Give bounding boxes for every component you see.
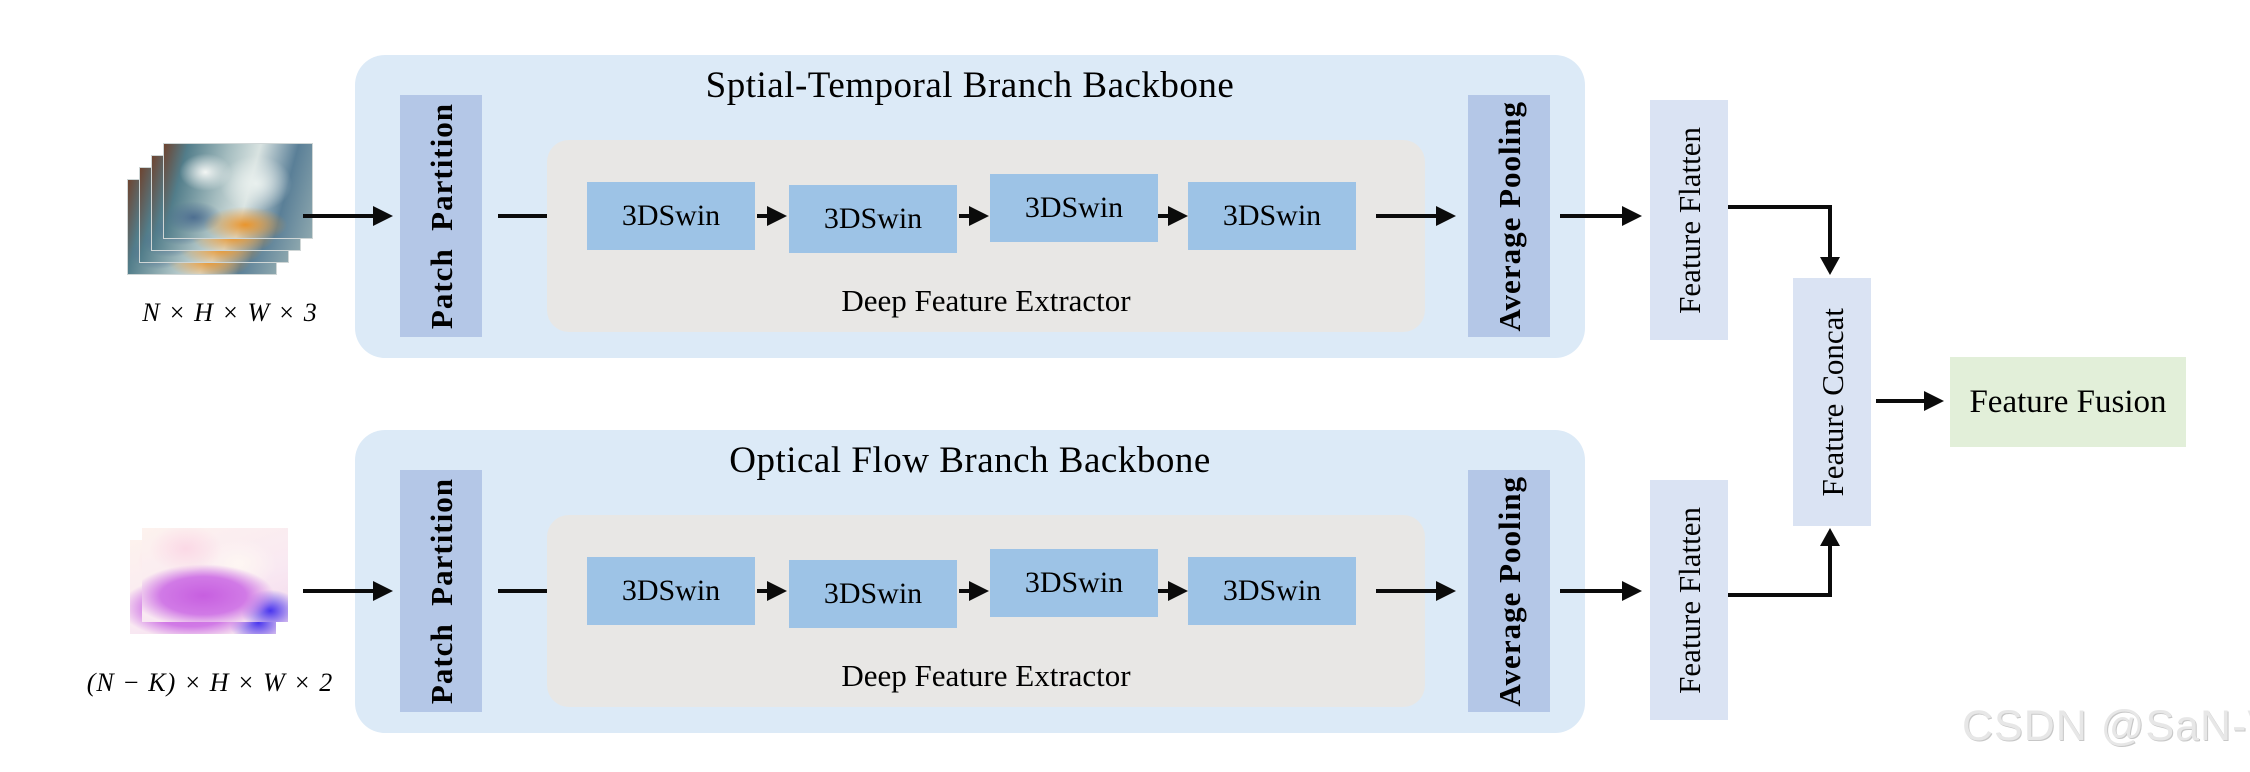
patch-partition-label-top: Patch Partition [423, 102, 459, 330]
swin-block-top-4: 3DSwin [1188, 182, 1356, 250]
arrow-swin-bottom-3-4 [1158, 589, 1168, 593]
swin-block-bottom-2: 3DSwin [789, 560, 957, 628]
arrow-swin-bottom-1-2 [757, 589, 767, 593]
flow-input-shape-label: (N − K) × H × W × 2 [86, 668, 334, 697]
patch-partition-box-bottom: Patch Partition [400, 470, 482, 712]
csdn-watermark: CSDN @SaN-V [1962, 702, 2250, 750]
swin-block-top-3: 3DSwin [990, 174, 1158, 242]
arrow-patch-to-extractor-top [498, 214, 556, 218]
deep-feature-extractor-label-top: Deep Feature Extractor [841, 283, 1131, 318]
feature-flatten-box-top: Feature Flatten [1650, 100, 1728, 340]
arrow-patch-to-extractor-bottom [498, 589, 556, 593]
patch-partition-label-bottom: Patch Partition [423, 477, 459, 705]
arrow-pooling-to-flatten-bottom [1560, 589, 1622, 593]
feature-concat-box: Feature Concat [1793, 278, 1871, 526]
feature-flatten-label-top: Feature Flatten [1671, 126, 1707, 314]
arrow-extractor-to-pooling-bottom [1376, 589, 1436, 593]
feature-concat-label: Feature Concat [1814, 307, 1850, 497]
elbow-top-horizontal [1728, 205, 1832, 209]
elbow-bottom-horizontal [1728, 593, 1832, 597]
average-pooling-label-bottom: Average Pooling [1491, 475, 1527, 707]
patch-partition-box-top: Patch Partition [400, 95, 482, 337]
arrow-swin-top-3-4 [1158, 214, 1168, 218]
swin-block-bottom-4: 3DSwin [1188, 557, 1356, 625]
arrow-swin-top-1-2 [757, 214, 767, 218]
arrow-swin-bottom-2-3 [959, 589, 969, 593]
arrow-extractor-to-pooling-top [1376, 214, 1436, 218]
spatial-temporal-branch-title: Sptial-Temporal Branch Backbone [705, 65, 1235, 106]
video-frame-1 [163, 143, 313, 239]
arrow-pooling-to-flatten-top [1560, 214, 1622, 218]
swin-block-bottom-1: 3DSwin [587, 557, 755, 625]
optical-flow-frame-1 [142, 528, 288, 622]
feature-fusion-box: Feature Fusion [1950, 357, 2186, 447]
deep-feature-extractor-label-bottom: Deep Feature Extractor [841, 658, 1131, 693]
average-pooling-box-bottom: Average Pooling [1468, 470, 1550, 712]
average-pooling-box-top: Average Pooling [1468, 95, 1550, 337]
swin-block-top-1: 3DSwin [587, 182, 755, 250]
feature-flatten-box-bottom: Feature Flatten [1650, 480, 1728, 720]
video-input-shape-label: N × H × W × 3 [142, 298, 318, 327]
arrow-swin-top-2-3 [959, 214, 969, 218]
average-pooling-label-top: Average Pooling [1491, 100, 1527, 332]
arrow-concat-to-fusion [1876, 399, 1924, 403]
elbow-top-vertical-arrow [1828, 205, 1832, 257]
arrow-video-to-patch-partition [303, 214, 373, 218]
feature-flatten-label-bottom: Feature Flatten [1671, 506, 1707, 694]
arrow-flow-to-patch-partition [303, 589, 373, 593]
elbow-bottom-vertical-arrow [1828, 546, 1832, 597]
swin-block-bottom-3: 3DSwin [990, 549, 1158, 617]
optical-flow-branch-title: Optical Flow Branch Backbone [729, 440, 1211, 481]
swin-block-top-2: 3DSwin [789, 185, 957, 253]
